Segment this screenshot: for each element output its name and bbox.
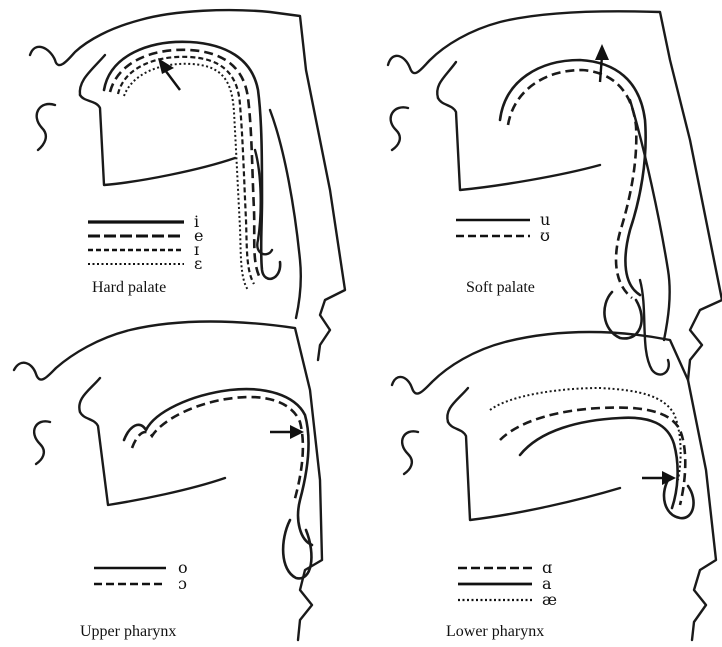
lower-lip bbox=[391, 107, 408, 150]
arrow-head bbox=[158, 58, 174, 74]
panel-caption: Hard palate bbox=[92, 279, 166, 296]
tongue-ɔ bbox=[132, 397, 303, 502]
upper-lip bbox=[79, 378, 100, 412]
epiglottis bbox=[640, 280, 669, 375]
upper-lip bbox=[447, 388, 468, 422]
tongue-ɑ bbox=[500, 408, 685, 505]
jaw bbox=[80, 95, 235, 185]
arrow-head bbox=[662, 471, 676, 485]
jaw bbox=[80, 412, 225, 505]
epiglottis bbox=[255, 150, 272, 254]
jaw bbox=[448, 422, 620, 520]
lower-lip bbox=[402, 431, 418, 474]
legend-symbol: ɛ bbox=[194, 254, 202, 273]
panel-caption: Lower pharynx bbox=[446, 623, 544, 640]
tongue-ʊ bbox=[508, 70, 636, 298]
vocal-tract-outline bbox=[388, 11, 722, 380]
lower-lip bbox=[34, 421, 50, 464]
epiglottis-loop bbox=[664, 480, 694, 518]
legend-symbol: ɔ bbox=[178, 574, 187, 593]
panel-lower-pharynx: ɑ a æ Lower pharynx bbox=[392, 332, 716, 640]
jaw bbox=[438, 98, 600, 190]
upper-lip bbox=[437, 62, 456, 98]
panel-upper-pharynx: o ɔ Upper pharynx bbox=[14, 322, 322, 641]
panel-caption: Soft palate bbox=[466, 279, 535, 296]
panel-soft-palate: u ʊ Soft palate bbox=[388, 11, 722, 380]
legend-symbol: ʊ bbox=[540, 226, 550, 245]
tongue-o bbox=[124, 389, 312, 545]
legend-symbol: æ bbox=[542, 590, 557, 609]
vocal-tract-outline bbox=[14, 322, 322, 641]
tongue-æ bbox=[490, 388, 681, 480]
upper-lip bbox=[80, 55, 105, 95]
arrow-hard-palate bbox=[165, 70, 180, 90]
arrow-head bbox=[595, 44, 609, 60]
panel-caption: Upper pharynx bbox=[80, 623, 176, 640]
tongue-e bbox=[110, 50, 260, 278]
pharynx-wall bbox=[270, 110, 301, 318]
tongue-ɛ bbox=[124, 64, 248, 290]
lower-lip bbox=[37, 104, 55, 150]
panel-hard-palate: i e ɪ ɛ Hard palate bbox=[30, 10, 345, 360]
